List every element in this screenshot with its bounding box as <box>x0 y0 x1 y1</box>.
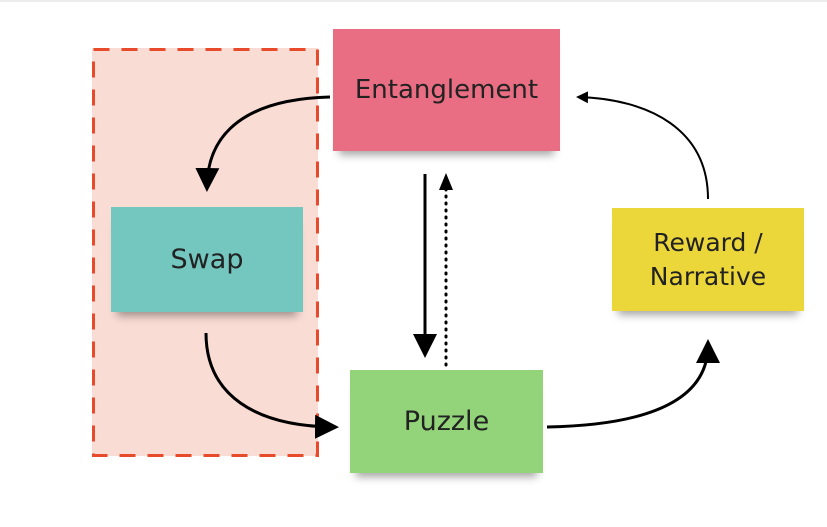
node-entanglement-label: Entanglement <box>354 75 539 105</box>
node-swap[interactable]: Swap <box>111 207 303 312</box>
node-reward-narrative[interactable]: Reward / Narrative <box>612 208 804 311</box>
edge-entanglement-swap[interactable] <box>195 95 331 192</box>
top-border <box>0 0 827 2</box>
node-swap-label: Swap <box>170 243 244 275</box>
node-entanglement[interactable]: Entanglement <box>333 29 560 151</box>
node-reward-label: Reward / Narrative <box>649 227 767 291</box>
edge-reward-entanglement[interactable] <box>576 91 709 200</box>
edge-puzzle-reward[interactable] <box>546 339 720 429</box>
node-puzzle[interactable]: Puzzle <box>350 370 543 473</box>
group-dashed-border <box>92 48 319 457</box>
edge-swap-puzzle[interactable] <box>204 332 339 439</box>
node-puzzle-label: Puzzle <box>403 405 490 437</box>
dotted-arrowhead-icon <box>439 173 453 190</box>
